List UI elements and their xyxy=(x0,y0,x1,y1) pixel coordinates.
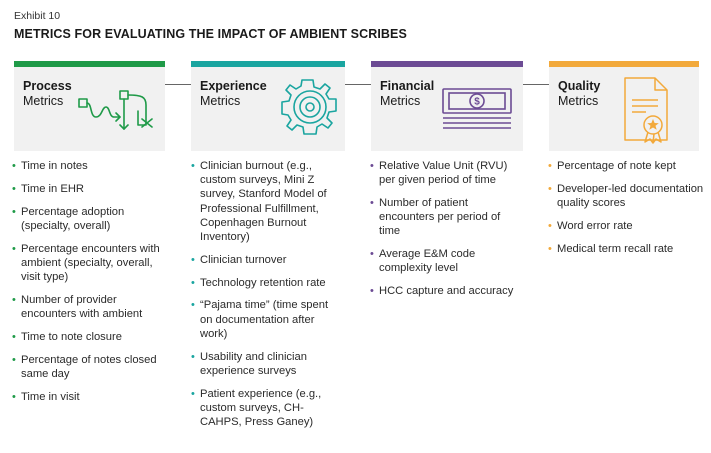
svg-text:$: $ xyxy=(474,97,480,108)
quality-card: Quality Metrics xyxy=(549,61,699,151)
bullet-icon: • xyxy=(12,390,16,403)
metric-item: • Percentage encounters with ambient (spe… xyxy=(12,242,162,285)
bullet-icon: • xyxy=(370,285,374,298)
workflow-icon xyxy=(78,90,153,130)
money-icon: $ xyxy=(442,88,512,129)
metric-text: Time in visit xyxy=(21,390,80,403)
metric-item: • Medical term recall rate xyxy=(548,242,708,256)
metric-text: Time in notes xyxy=(21,160,88,172)
bullet-icon: • xyxy=(191,350,195,363)
metric-item: • Time in notes xyxy=(12,159,162,173)
bullet-icon: • xyxy=(370,160,374,172)
metric-item: • Word error rate xyxy=(548,219,708,233)
metric-item: • Percentage adoption (specialty, overall… xyxy=(12,205,162,233)
metric-item: • Time in EHR xyxy=(12,182,162,196)
metric-text: Time to note closure xyxy=(21,330,122,343)
metric-text: Percentage of note kept xyxy=(557,160,676,172)
experience-card: Experience Metrics xyxy=(191,61,345,151)
gear-icon xyxy=(281,79,337,135)
bullet-icon: • xyxy=(12,205,16,218)
metric-item: • Time to note closure xyxy=(12,330,162,344)
metric-text: Patient experience (e.g., custom surveys… xyxy=(200,387,322,429)
metric-item: • Patient experience (e.g., custom survey… xyxy=(191,387,341,430)
metric-text: Percentage encounters with ambient (spec… xyxy=(21,242,160,283)
metric-text: “Pajama time” (time spent on documentati… xyxy=(200,299,329,340)
metric-text: Developer-led documentation quality scor… xyxy=(557,182,704,209)
connector-line xyxy=(165,84,191,85)
metric-item: • Time in visit xyxy=(12,390,162,404)
bullet-icon: • xyxy=(12,242,16,255)
metric-item: • Average E&M code complexity level xyxy=(370,247,520,275)
experience-metrics-list: • Clinician burnout (e.g., custom surveys… xyxy=(191,159,341,438)
metric-item: • Clinician burnout (e.g., custom surveys… xyxy=(191,159,341,244)
metric-item: • Number of patient encounters per period… xyxy=(370,196,520,239)
connector-line xyxy=(345,84,371,85)
card-subtitle: Metrics xyxy=(23,94,64,108)
bullet-icon: • xyxy=(370,248,374,261)
metric-text: Average E&M code complexity level xyxy=(379,248,476,275)
metric-item: • Number of provider encounters with ambi… xyxy=(12,293,162,321)
financial-card: Financial Metrics $ xyxy=(371,61,523,151)
page-title: METRICS FOR EVALUATING THE IMPACT OF AMB… xyxy=(14,27,407,41)
card-title: Financial xyxy=(380,79,435,93)
metric-text: Clinician turnover xyxy=(200,253,287,266)
metric-item: • Percentage of notes closed same day xyxy=(12,353,162,381)
bullet-icon: • xyxy=(191,299,195,312)
metric-text: Time in EHR xyxy=(21,182,84,195)
metric-text: Word error rate xyxy=(557,219,633,232)
quality-metrics-list: • Percentage of note kept • Developer-led d… xyxy=(548,159,708,264)
bullet-icon: • xyxy=(370,197,374,209)
card-title: Experience xyxy=(200,79,267,93)
process-card: Process Metrics xyxy=(14,61,165,151)
metric-text: Clinician burnout (e.g., custom surveys,… xyxy=(200,160,327,244)
card-title: Process xyxy=(23,79,72,93)
bullet-icon: • xyxy=(191,276,195,289)
bullet-icon: • xyxy=(12,293,16,306)
bullet-icon: • xyxy=(548,219,552,232)
metric-item: • Technology retention rate xyxy=(191,276,341,290)
bullet-icon: • xyxy=(12,182,16,195)
bullet-icon: • xyxy=(548,182,552,195)
connector-line xyxy=(523,84,549,85)
metric-item: • Percentage of note kept xyxy=(548,159,708,173)
metric-text: Percentage adoption (specialty, overall) xyxy=(21,205,125,232)
metric-text: Number of provider encounters with ambie… xyxy=(21,293,143,320)
bullet-icon: • xyxy=(548,242,552,255)
quality-color-bar xyxy=(549,61,699,67)
metric-text: Number of patient encounters per period … xyxy=(379,197,501,238)
metric-item: • Clinician turnover xyxy=(191,253,341,267)
card-subtitle: Metrics xyxy=(200,94,241,108)
bullet-icon: • xyxy=(12,330,16,343)
metric-text: HCC capture and accuracy xyxy=(379,285,514,298)
metric-text: Percentage of notes closed same day xyxy=(21,353,157,380)
metric-text: Technology retention rate xyxy=(200,276,326,289)
bullet-icon: • xyxy=(12,353,16,366)
metric-text: Usability and clinician experience surve… xyxy=(200,350,307,377)
bullet-icon: • xyxy=(548,160,552,172)
card-subtitle: Metrics xyxy=(380,94,421,108)
exhibit-label: Exhibit 10 xyxy=(14,10,61,22)
metric-item: • HCC capture and accuracy xyxy=(370,284,520,298)
bullet-icon: • xyxy=(12,160,16,172)
bullet-icon: • xyxy=(191,160,195,172)
financial-metrics-list: • Relative Value Unit (RVU) per given per… xyxy=(370,159,520,307)
card-title: Quality xyxy=(558,79,601,93)
financial-color-bar xyxy=(371,61,523,67)
metric-item: • Relative Value Unit (RVU) per given per… xyxy=(370,159,520,187)
bullet-icon: • xyxy=(191,387,195,400)
card-subtitle: Metrics xyxy=(558,94,599,108)
metric-item: • Developer-led documentation quality sco… xyxy=(548,182,708,210)
certificate-icon xyxy=(624,77,668,144)
process-metrics-list: • Time in notes • Time in EHR • Percentage ad… xyxy=(12,159,162,412)
metric-item: • “Pajama time” (time spent on documentat… xyxy=(191,298,341,341)
metric-text: Medical term recall rate xyxy=(557,242,674,255)
metric-item: • Usability and clinician experience surv… xyxy=(191,350,341,378)
bullet-icon: • xyxy=(191,253,195,266)
experience-color-bar xyxy=(191,61,345,67)
process-color-bar xyxy=(14,61,165,67)
metric-text: Relative Value Unit (RVU) per given peri… xyxy=(379,160,508,187)
